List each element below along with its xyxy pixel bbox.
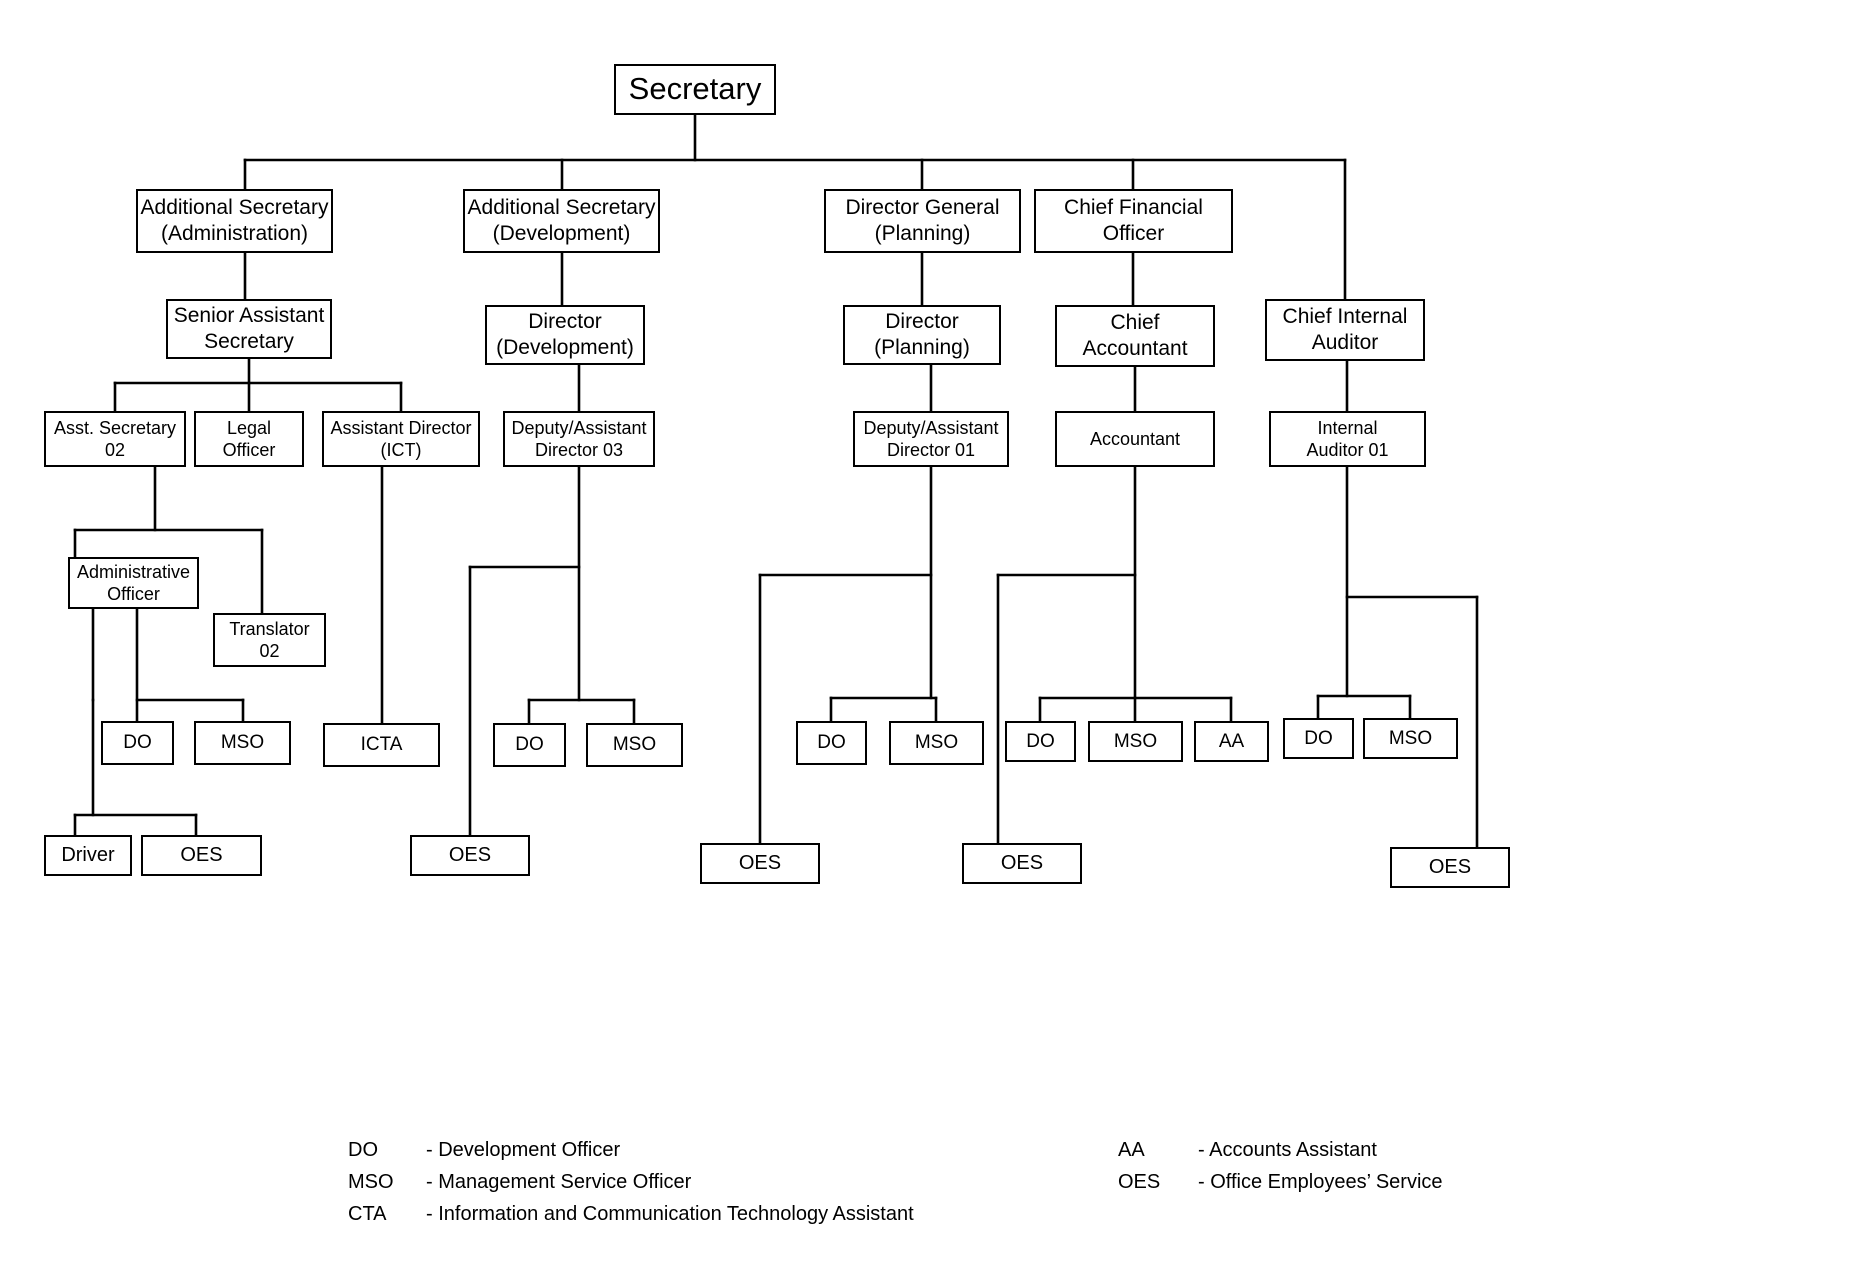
- org-node-mso-dev[interactable]: MSO: [586, 723, 683, 767]
- org-node-accountant[interactable]: Accountant: [1055, 411, 1215, 467]
- org-node-oes-audit[interactable]: OES: [1390, 847, 1510, 888]
- legend-description: - Office Employees’ Service: [1198, 1171, 1443, 1193]
- org-node-do-audit[interactable]: DO: [1283, 718, 1354, 759]
- org-node-cfo[interactable]: Chief Financial Officer: [1034, 189, 1233, 253]
- org-node-do-dev[interactable]: DO: [493, 723, 566, 767]
- legend-abbreviation: MSO: [348, 1171, 394, 1193]
- org-node-dir-planning[interactable]: Director (Planning): [843, 305, 1001, 365]
- org-node-mso-accounts[interactable]: MSO: [1088, 721, 1183, 762]
- org-node-asst-dir-ict[interactable]: Assistant Director (ICT): [322, 411, 480, 467]
- org-node-asst-sec-02[interactable]: Asst. Secretary 02: [44, 411, 186, 467]
- org-node-mso-admin[interactable]: MSO: [194, 721, 291, 765]
- org-node-mso-audit[interactable]: MSO: [1363, 718, 1458, 759]
- org-node-do-planning[interactable]: DO: [796, 721, 867, 765]
- org-node-oes-accounts[interactable]: OES: [962, 843, 1082, 884]
- org-node-admin-officer[interactable]: Administrative Officer: [68, 557, 199, 609]
- legend-row: AA - Accounts Assistant: [1118, 1139, 1443, 1162]
- legend-abbreviation: DO: [348, 1139, 378, 1161]
- legend-row: DO - Development Officer: [348, 1139, 914, 1162]
- legend-row: CTA - Information and Communication Techn…: [348, 1203, 914, 1226]
- org-node-translator-02[interactable]: Translator 02: [213, 613, 326, 667]
- org-node-chief-accountant[interactable]: Chief Accountant: [1055, 305, 1215, 367]
- org-node-legal-officer[interactable]: Legal Officer: [194, 411, 304, 467]
- legend-abbreviation: AA: [1118, 1139, 1145, 1161]
- org-node-internal-auditor-01[interactable]: Internal Auditor 01: [1269, 411, 1426, 467]
- org-node-dep-asst-dir-03[interactable]: Deputy/Assistant Director 03: [503, 411, 655, 467]
- org-node-oes-admin[interactable]: OES: [141, 835, 262, 876]
- org-node-driver[interactable]: Driver: [44, 835, 132, 876]
- org-node-do-accounts[interactable]: DO: [1005, 721, 1076, 762]
- org-node-oes-dev[interactable]: OES: [410, 835, 530, 876]
- legend-abbreviation: CTA: [348, 1203, 387, 1225]
- org-node-aa-accounts[interactable]: AA: [1194, 721, 1269, 762]
- legend-description: - Information and Communication Technolo…: [426, 1203, 914, 1225]
- legend-abbreviation: OES: [1118, 1171, 1161, 1193]
- org-node-secretary[interactable]: Secretary: [614, 64, 776, 115]
- org-node-chief-internal-auditor[interactable]: Chief Internal Auditor: [1265, 299, 1425, 361]
- legend-row: MSO - Management Service Officer: [348, 1171, 914, 1194]
- legend-description: - Management Service Officer: [426, 1171, 692, 1193]
- org-node-addsec-dev[interactable]: Additional Secretary (Development): [463, 189, 660, 253]
- org-node-addsec-admin[interactable]: Additional Secretary (Administration): [136, 189, 333, 253]
- legend-description: - Accounts Assistant: [1198, 1139, 1377, 1161]
- org-node-sr-asst-sec[interactable]: Senior Assistant Secretary: [166, 299, 332, 359]
- org-node-mso-planning[interactable]: MSO: [889, 721, 984, 765]
- legend-description: - Development Officer: [426, 1139, 621, 1161]
- legend-row: OES - Office Employees’ Service: [1118, 1171, 1443, 1194]
- org-node-dep-asst-dir-01[interactable]: Deputy/Assistant Director 01: [853, 411, 1009, 467]
- org-node-oes-planning[interactable]: OES: [700, 843, 820, 884]
- org-node-icta[interactable]: ICTA: [323, 723, 440, 767]
- org-node-dg-planning[interactable]: Director General (Planning): [824, 189, 1021, 253]
- org-node-dir-dev[interactable]: Director (Development): [485, 305, 645, 365]
- org-node-do-admin[interactable]: DO: [101, 721, 174, 765]
